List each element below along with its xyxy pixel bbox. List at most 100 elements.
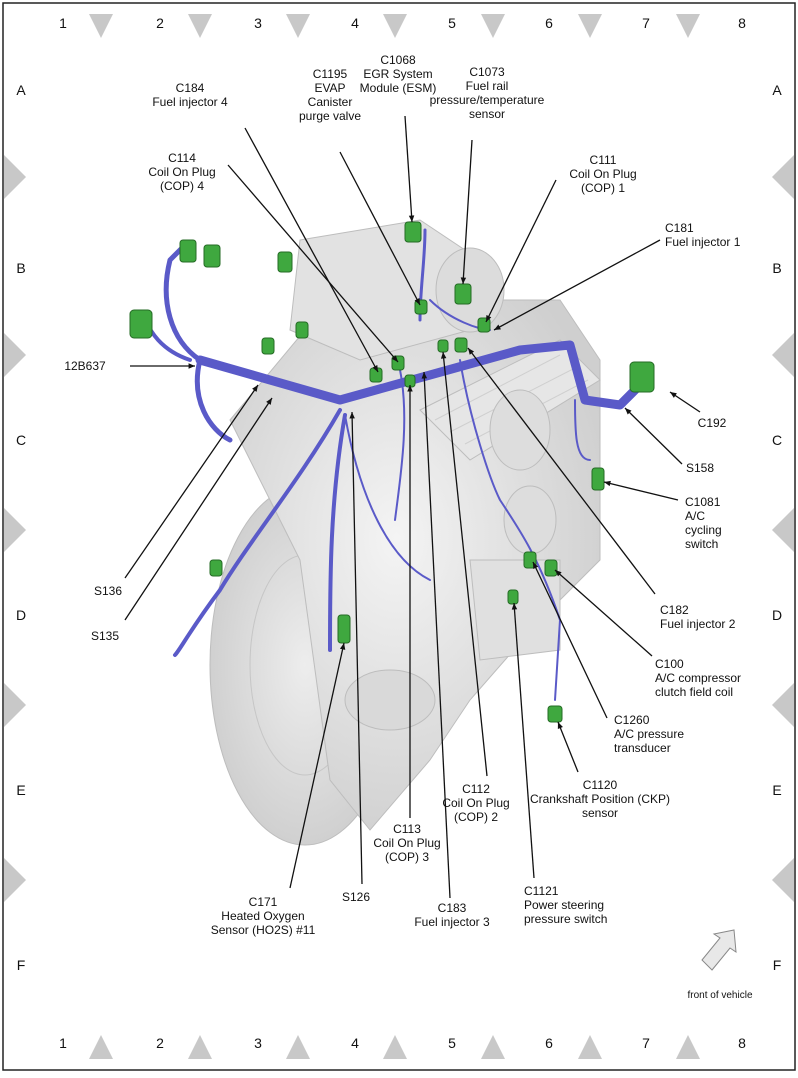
leader-s126 xyxy=(351,411,363,885)
main-harness-trunk xyxy=(195,340,645,410)
grid-marker-left xyxy=(4,155,26,199)
leader-c1121 xyxy=(513,602,535,879)
grid-marker-right xyxy=(772,508,794,552)
callout-code: C182 xyxy=(660,603,689,617)
grid-marker-top xyxy=(188,14,212,38)
grid-marker-right xyxy=(772,155,794,199)
callout-code: C100 xyxy=(655,657,684,671)
leader-arrowhead xyxy=(408,215,415,222)
leader-arrowhead xyxy=(252,385,258,392)
callout-description: sensor xyxy=(469,107,505,121)
harness-branch xyxy=(173,408,342,657)
callout-description: Fuel injector 3 xyxy=(414,915,490,929)
harness-branch xyxy=(394,369,406,521)
leader-arrowhead xyxy=(533,562,539,569)
leader-s135 xyxy=(124,397,273,621)
callout-description: Canister xyxy=(308,95,353,109)
harness-branch xyxy=(163,242,203,363)
harness-branch xyxy=(194,357,233,443)
leader-arrowhead xyxy=(421,372,428,379)
callout-description: (COP) 3 xyxy=(385,850,429,864)
callout-description: A/C compressor xyxy=(655,671,741,685)
callout-description: switch xyxy=(685,537,718,551)
grid-column-label-top: 6 xyxy=(545,15,553,31)
connector-c112 xyxy=(437,339,449,353)
grid-marker-bottom xyxy=(188,1035,212,1059)
grid-row-label-left: B xyxy=(16,260,25,276)
leader-arrowhead xyxy=(407,385,413,392)
grid-marker-bottom xyxy=(383,1035,407,1059)
connector-c100 xyxy=(544,559,558,577)
leader-arrowhead xyxy=(349,412,355,419)
grid-marker-right xyxy=(772,858,794,902)
grid-marker-top xyxy=(89,14,113,38)
leader-arrowhead xyxy=(486,315,492,322)
callout-description: purge valve xyxy=(299,109,361,123)
callout-description: A/C pressure xyxy=(614,727,684,741)
leader-arrowhead xyxy=(625,408,632,415)
leader-arrowhead xyxy=(557,722,563,729)
callout-description: (COP) 1 xyxy=(581,181,625,195)
leader-c184 xyxy=(244,127,379,373)
callout-code: S126 xyxy=(342,890,370,904)
leader-arrowhead xyxy=(372,365,378,372)
callout-code: C1073 xyxy=(469,65,505,79)
callout-description: Coil On Plug xyxy=(569,167,636,181)
grid-column-label-top: 5 xyxy=(448,15,456,31)
callout-code: 12B637 xyxy=(64,359,106,373)
callout-s158: S158 xyxy=(686,461,714,475)
leader-c171 xyxy=(289,642,345,889)
leader-arrowhead xyxy=(339,643,346,650)
callout-description: EVAP xyxy=(314,81,345,95)
pulley xyxy=(503,485,557,555)
connector xyxy=(261,337,275,355)
connector xyxy=(203,244,221,268)
leader-arrowhead xyxy=(604,480,611,487)
connector-c171 xyxy=(337,614,351,644)
connector xyxy=(295,321,309,339)
callout-code: S135 xyxy=(91,629,119,643)
callout-description: Coil On Plug xyxy=(148,165,215,179)
leader-c1120 xyxy=(557,721,579,773)
connector xyxy=(209,559,223,577)
grid-row-label-right: C xyxy=(772,432,782,448)
grid-marker-right xyxy=(772,683,794,727)
grid-marker-top xyxy=(676,14,700,38)
callout-description: A/C xyxy=(685,509,705,523)
connector-c182 xyxy=(454,337,468,353)
leader-arrowhead xyxy=(468,348,475,355)
leader-c183 xyxy=(423,371,451,899)
callout-description: EGR System xyxy=(363,67,432,81)
callout-code: C111 xyxy=(590,153,617,167)
connector-c192 xyxy=(629,361,655,393)
leader-arrowhead xyxy=(555,570,562,577)
grid-column-label-bottom: 2 xyxy=(156,1035,164,1051)
callout-description: pressure/temperature xyxy=(430,93,545,107)
grid-column-label-top: 2 xyxy=(156,15,164,31)
grid-marker-bottom xyxy=(481,1035,505,1059)
callout-code: C114 xyxy=(168,151,196,165)
connector-12b637 xyxy=(129,309,153,339)
callout-code: C192 xyxy=(698,416,727,430)
callout-s126: S126 xyxy=(342,890,370,904)
grid-row-label-left: A xyxy=(16,82,26,98)
leader-arrowhead xyxy=(391,355,398,362)
grid-row-label-right: A xyxy=(772,82,782,98)
callout-code: C171 xyxy=(249,895,278,909)
grid-column-label-bottom: 5 xyxy=(448,1035,456,1051)
leader-arrowhead xyxy=(266,398,272,405)
grid-column-label-top: 1 xyxy=(59,15,67,31)
connector xyxy=(277,251,293,273)
grid-column-label-top: 4 xyxy=(351,15,359,31)
connector-c1121 xyxy=(507,589,519,605)
grid-row-label-right: B xyxy=(772,260,781,276)
grid-row-label-right: E xyxy=(772,782,781,798)
